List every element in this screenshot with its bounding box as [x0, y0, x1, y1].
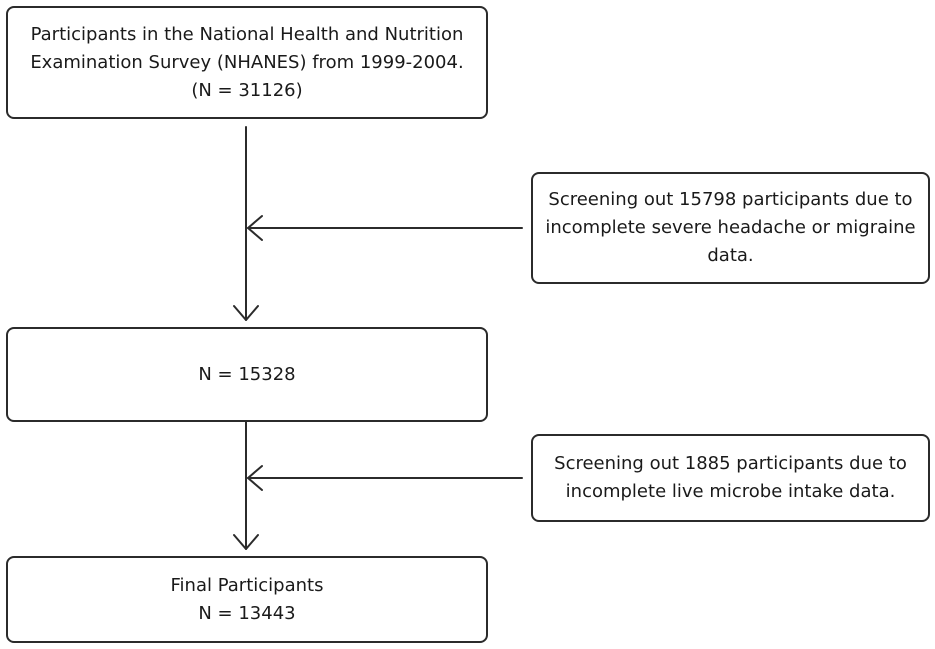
arrowhead-exclusion1: [247, 215, 263, 241]
middle-box: N = 15328: [6, 327, 488, 422]
exclusion1-line-1: Screening out 15798 participants due to: [548, 189, 913, 210]
start-line-3: (N = 31126): [191, 79, 303, 101]
arrowhead-exclusion2: [247, 465, 263, 491]
middle-line-1: N = 15328: [198, 363, 296, 385]
arrowhead-final: [233, 534, 259, 550]
final-line-1: Final Participants: [170, 574, 324, 596]
arrowhead-middle: [233, 305, 259, 321]
exclusion-box-1: Screening out 15798 participants due to …: [531, 172, 930, 284]
start-line-1: Participants in the National Health and …: [30, 23, 464, 45]
exclusion1-line-3: data.: [707, 245, 754, 266]
exclusion1-line-2: incomplete severe headache or migraine: [545, 217, 916, 238]
exclusion-box-2: Screening out 1885 participants due to i…: [531, 434, 930, 522]
exclusion2-line-2: incomplete live microbe intake data.: [565, 481, 896, 502]
final-line-2: N = 13443: [198, 602, 296, 624]
start-box: Participants in the National Health and …: [6, 6, 488, 119]
start-line-2: Examination Survey (NHANES) from 1999-20…: [30, 51, 464, 73]
final-box: Final Participants N = 13443: [6, 556, 488, 643]
exclusion2-line-1: Screening out 1885 participants due to: [554, 453, 907, 474]
